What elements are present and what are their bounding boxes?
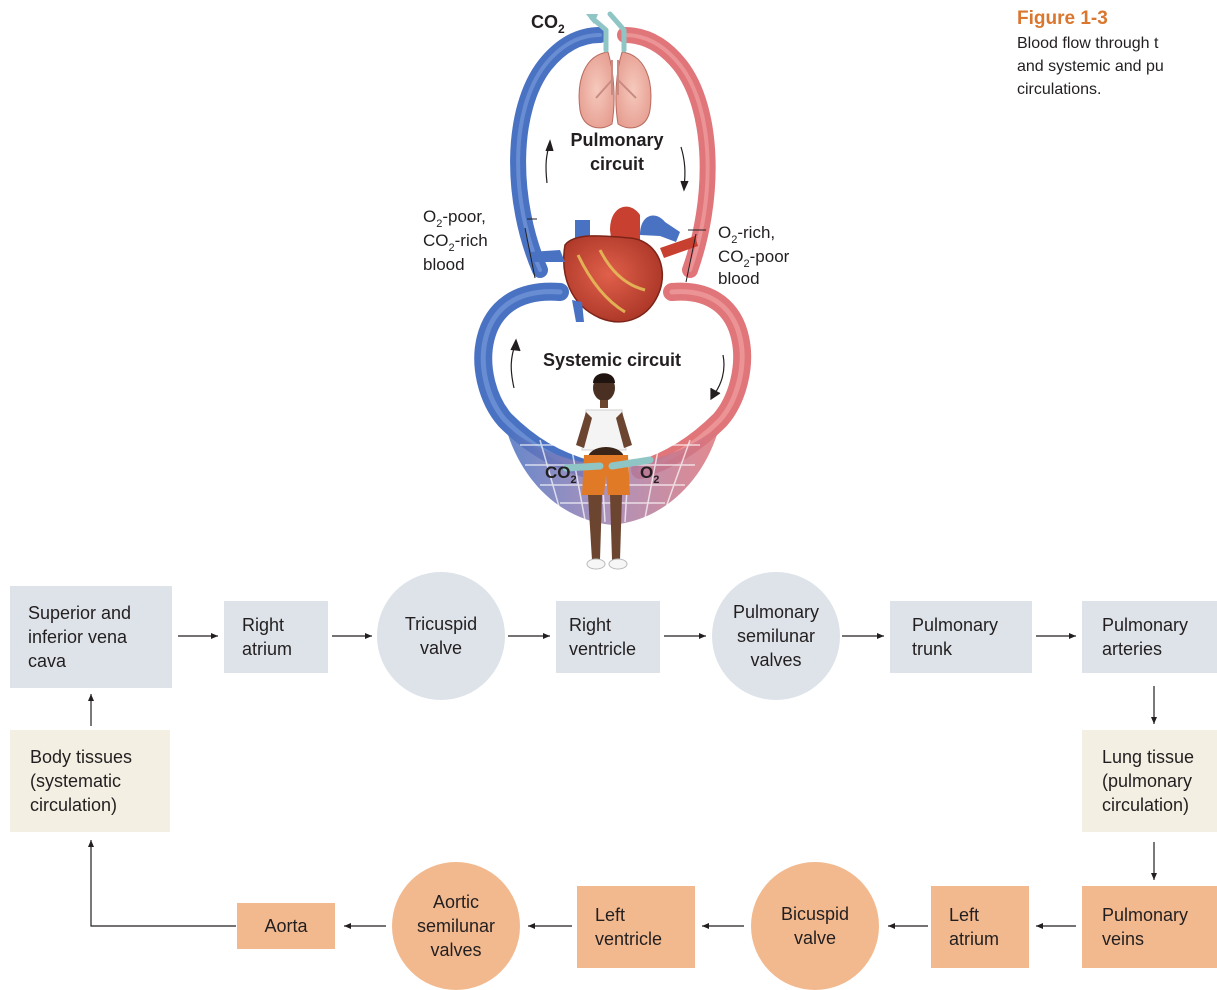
svg-text:O2-poor,: O2-poor, <box>423 207 486 230</box>
body-tissues-label: Body tissues (systematic circulation) <box>30 747 133 815</box>
figure-caption-line-2: and systemic and pu <box>1017 58 1164 75</box>
lungs-image <box>578 11 652 129</box>
lung-tissue-box: Lung tissue (pulmonary circulation) <box>1082 730 1217 832</box>
arrow-aorta-to-body-tissues <box>88 840 236 927</box>
aorta-box: Aorta <box>237 903 335 949</box>
superior-inferior-vena-cava-box: Superior and inferior vena cava <box>10 586 172 688</box>
left-ventricle-label: Left ventricle <box>595 905 663 949</box>
o2-tissue-label: O2 <box>640 463 659 486</box>
tricuspid-valve-circle: Tricuspid valve <box>377 572 505 700</box>
svg-text:blood: blood <box>718 269 760 288</box>
pulmonary-trunk-label: Pulmonary trunk <box>912 615 999 659</box>
pulmonary-veins-box: Pulmonary veins <box>1082 886 1217 968</box>
pulmonary-arteries-box: Pulmonary arteries <box>1082 601 1217 673</box>
person-image <box>576 373 632 570</box>
pulmonary-loop <box>510 27 716 278</box>
right-atrium-box: Right atrium <box>224 601 328 673</box>
systemic-circuit-label: Systemic circuit <box>543 350 681 370</box>
o2-poor-blood-label: O2-poor, CO2-rich blood <box>423 207 488 274</box>
left-atrium-label: Left atrium <box>949 905 1000 949</box>
pulmonary-semilunar-valves-circle: Pulmonary semilunar valves <box>712 572 840 700</box>
heart-image <box>530 206 698 323</box>
svg-text:O2-rich,: O2-rich, <box>718 223 775 246</box>
figure-caption-line-3: circulations. <box>1017 81 1102 98</box>
aortic-semilunar-valves-label: Aortic semilunar valves <box>416 892 496 960</box>
body-tissues-box: Body tissues (systematic circulation) <box>10 730 170 832</box>
left-atrium-box: Left atrium <box>931 886 1029 968</box>
pulmonary-arteries-label: Pulmonary arteries <box>1102 615 1189 659</box>
right-atrium-label: Right atrium <box>242 615 293 659</box>
aorta-label: Aorta <box>264 916 308 936</box>
tricuspid-valve-label: Tricuspid valve <box>404 614 478 658</box>
pulmonary-semilunar-valves-label: Pulmonary semilunar valves <box>732 602 820 670</box>
co2-top-label: CO2 <box>531 12 565 36</box>
bicuspid-valve-label: Bicuspid valve <box>780 904 850 948</box>
pulmonary-circuit-line-2: circuit <box>590 154 644 174</box>
o2-rich-blood-label: O2-rich, CO2-poor blood <box>718 223 790 288</box>
circuit-direction-arrows <box>510 139 725 401</box>
gas-exchange-arrows <box>562 456 654 472</box>
pulmonary-circuit-line-1: Pulmonary <box>570 130 663 150</box>
svg-text:CO2-rich: CO2-rich <box>423 231 488 254</box>
svg-text:blood: blood <box>423 255 465 274</box>
superior-inferior-vena-cava-label: Superior and inferior vena cava <box>28 603 132 671</box>
lung-tissue-label: Lung tissue (pulmonary circulation) <box>1102 747 1195 815</box>
pulmonary-trunk-box: Pulmonary trunk <box>890 601 1032 673</box>
pulmonary-veins-label: Pulmonary veins <box>1102 905 1189 949</box>
label-leader-lines <box>524 218 706 283</box>
figure-caption-line-1: Blood flow through t <box>1017 35 1159 52</box>
co2-tissue-label: CO2 <box>545 463 577 486</box>
figure-caption: Figure 1-3 Blood flow through t and syst… <box>1017 6 1217 101</box>
left-ventricle-box: Left ventricle <box>577 886 695 968</box>
figure-label: Figure 1-3 <box>1017 8 1108 29</box>
aortic-semilunar-valves-circle: Aortic semilunar valves <box>392 862 520 990</box>
bicuspid-valve-circle: Bicuspid valve <box>751 862 879 990</box>
svg-text:CO2-poor: CO2-poor <box>718 247 790 270</box>
right-ventricle-box: Right ventricle <box>556 601 660 673</box>
circulation-illustration: CO2 Pulmonary circuit Systemic circuit O… <box>423 11 790 570</box>
right-ventricle-label: Right ventricle <box>569 615 637 659</box>
